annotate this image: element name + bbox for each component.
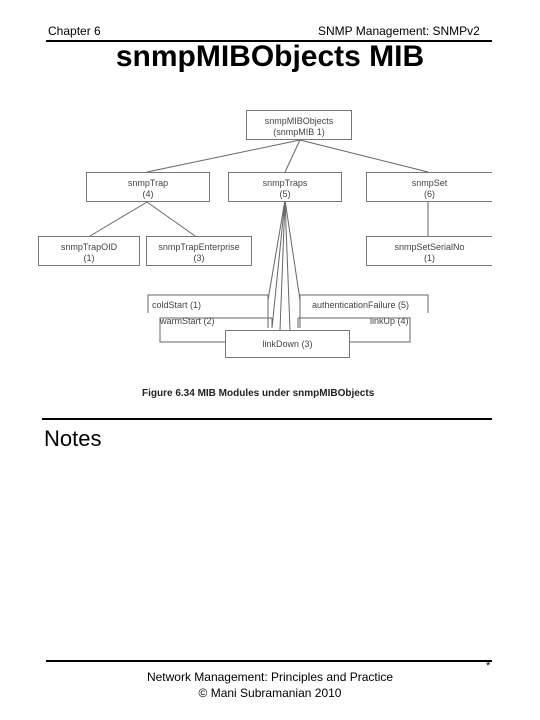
node-snmptrapoid: snmpTrapOID (1) [38,236,140,266]
leaf-warmstart: warmStart (2) [160,316,215,326]
leaf-authenticationfailure: authenticationFailure (5) [312,300,410,310]
node-id: (5) [279,189,291,199]
node-id: (1) [424,253,435,263]
figure-caption: Figure 6.34 MIB Modules under snmpMIBObj… [142,388,375,399]
node-id: (snmpMIB 1) [273,127,325,137]
notes-rule [42,418,492,420]
notes-heading: Notes [44,426,102,451]
node-id: (6) [424,189,435,199]
footer-rule [46,660,492,662]
node-name: snmpSetSerialNo [394,242,465,252]
footer-line-1: Network Management: Principles and Pract… [146,670,394,684]
node-id: (4) [142,189,154,199]
node-name: snmpMIBObjects [264,116,334,126]
node-id: (1) [83,253,95,263]
node-name: snmpTrapEnterprise [158,242,240,252]
node-snmpsetserialno: snmpSetSerialNo (1) [366,236,492,266]
chapter-label: Chapter 6 [48,24,101,38]
slide-title: snmpMIBObjects MIB [115,40,425,73]
node-snmpset: snmpSet (6) [366,172,492,202]
node-id: (3) [193,253,205,263]
leaf-coldstart: coldStart (1) [152,300,202,310]
leaf-linkup: linkUp (4) [370,316,409,326]
node-snmptraps: snmpTraps (5) [228,172,342,202]
node-name: snmpTrapOID [60,242,118,252]
node-linkdown: linkDown (3) [225,330,350,358]
node-snmpmibobjects: snmpMIBObjects (snmpMIB 1) [246,110,352,140]
node-name: linkDown (3) [262,339,313,349]
footer-line-2: © Mani Subramanian 2010 [198,686,342,700]
header-rule [46,40,492,42]
node-snmptrapenterprise: snmpTrapEnterprise (3) [146,236,252,266]
footer-mark: * [486,660,491,672]
node-name: snmpTrap [127,178,169,188]
node-name: snmpTraps [262,178,308,188]
node-snmptrap: snmpTrap (4) [86,172,210,202]
node-name: snmpSet [411,178,448,188]
chapter-topic: SNMP Management: SNMPv2 [318,24,480,38]
